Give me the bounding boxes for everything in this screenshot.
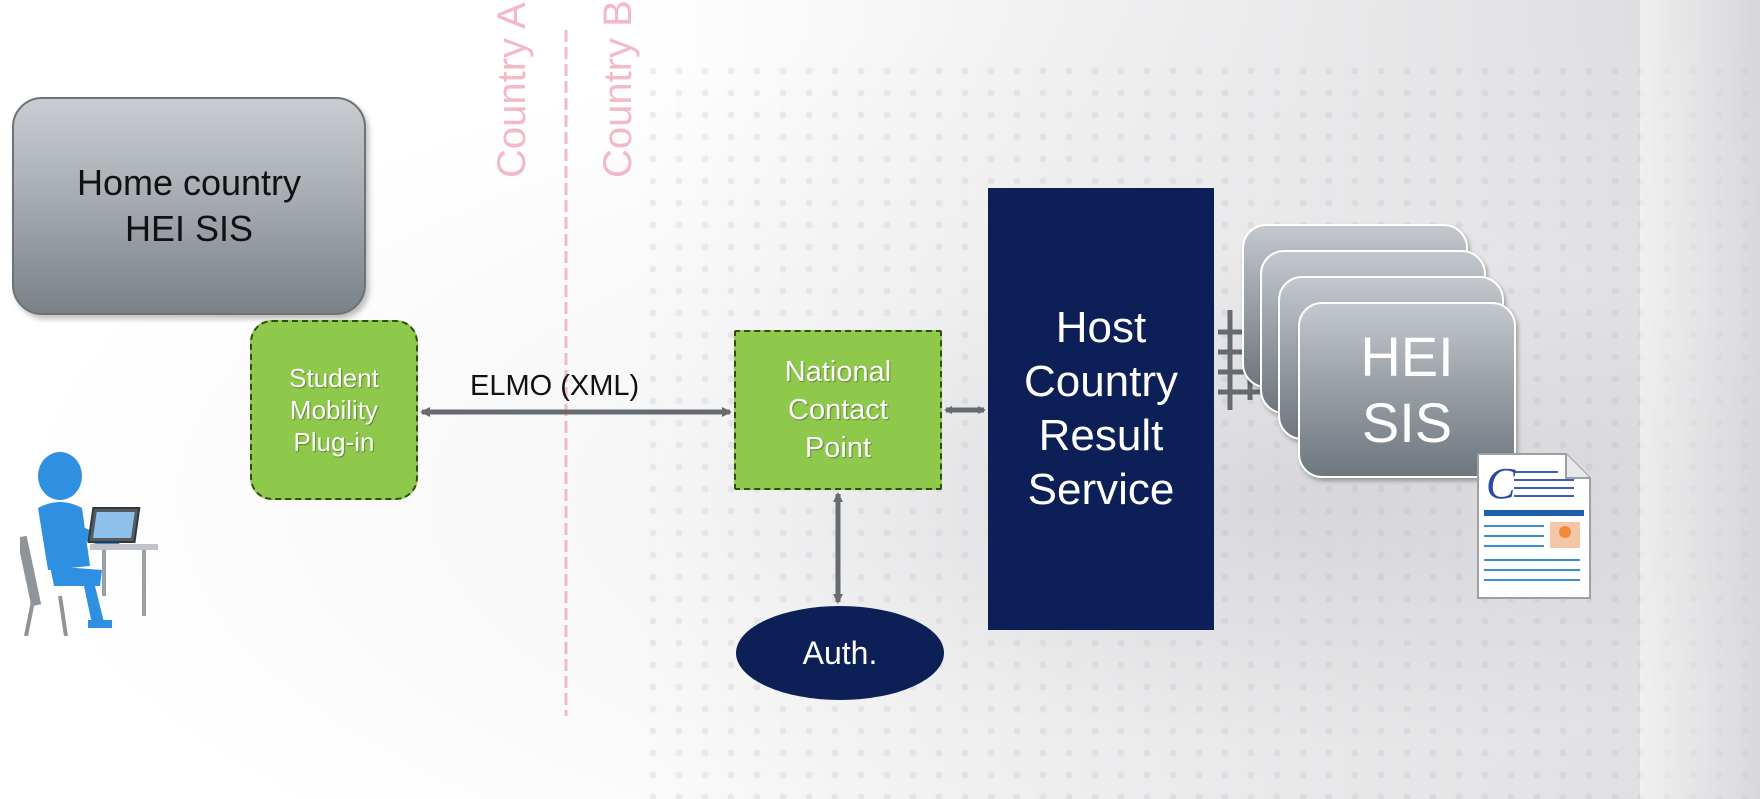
plugin-line2: Mobility (289, 395, 379, 425)
user-at-laptop-icon (20, 452, 158, 636)
ncp-line1: National (784, 356, 892, 388)
host-line1: Host (1055, 303, 1147, 352)
host-line3: Result (1038, 411, 1164, 460)
hei-sis-card-front: HEI SIS (1298, 302, 1516, 478)
document-icon-letter: C (1486, 459, 1516, 508)
country-b-label: Country B (596, 0, 640, 178)
hei-sis-line1: HEI (1360, 325, 1454, 388)
country-a-label: Country A (490, 2, 534, 178)
host-line2: Country (1023, 357, 1179, 406)
host-line4: Service (1027, 465, 1175, 514)
background-edge (1640, 0, 1760, 799)
home-sis-line1: Home country (76, 162, 302, 203)
hei-sis-line2: SIS (1361, 391, 1453, 454)
auth-label: Auth. (802, 634, 878, 671)
document-icon: C (1477, 453, 1591, 599)
ncp-line2: Contact (788, 394, 888, 426)
auth-ellipse: Auth. (736, 606, 944, 700)
student-mobility-plugin-box: Student Mobility Plug-in (250, 320, 418, 500)
host-country-result-service-box: Host Country Result Service (988, 188, 1214, 630)
national-contact-point-box: National Contact Point (734, 330, 942, 490)
home-sis-line2: HEI SIS (124, 208, 254, 249)
home-country-sis-box: Home country HEI SIS (12, 97, 366, 315)
plugin-line3: Plug-in (293, 427, 375, 457)
elmo-link-label: ELMO (XML) (470, 370, 640, 402)
ncp-line3: Point (804, 432, 872, 464)
plugin-line1: Student (289, 363, 379, 393)
